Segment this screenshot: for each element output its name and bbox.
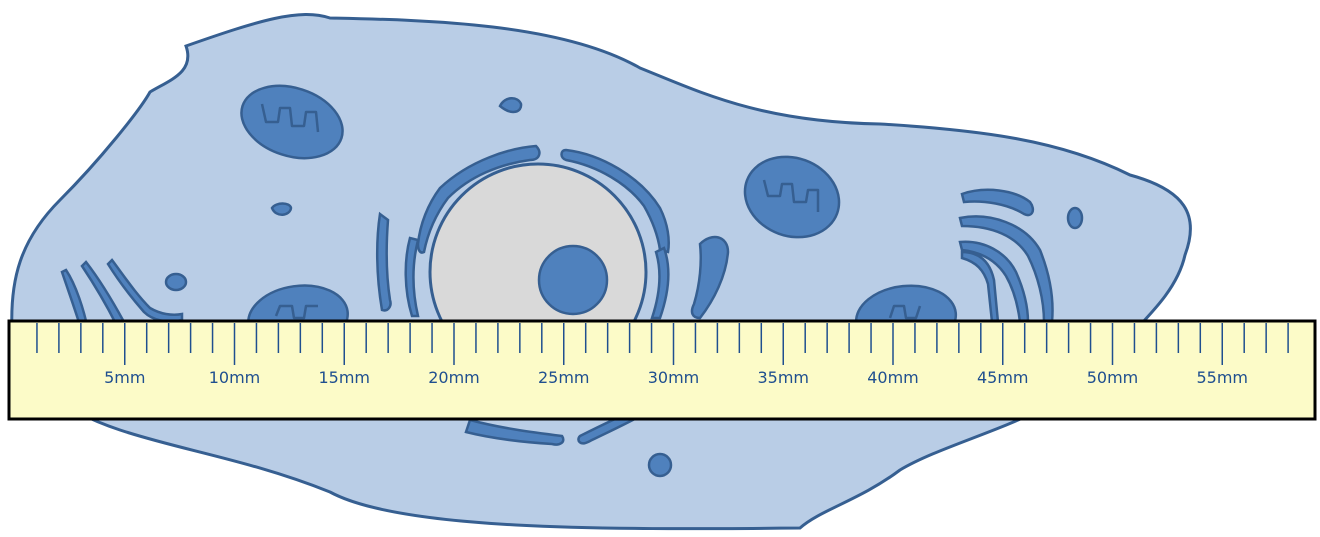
ruler-tick-label: 20mm: [428, 368, 480, 387]
vesicle-bottom: [649, 454, 671, 476]
ruler: 5mm 10mm 15mm 20mm 25mm 30mm 35mm 40mm 45mm 50mm 5…: [9, 321, 1315, 419]
nucleolus: [539, 246, 607, 314]
ruler-tick-label: 25mm: [538, 368, 590, 387]
ruler-tick-label: 15mm: [318, 368, 370, 387]
ruler-tick-label: 55mm: [1196, 368, 1248, 387]
ruler-tick-label: 40mm: [867, 368, 919, 387]
ruler-tick-label: 50mm: [1087, 368, 1139, 387]
vesicle-far-left: [166, 274, 186, 290]
ruler-tick-label: 45mm: [977, 368, 1029, 387]
ruler-tick-label: 35mm: [757, 368, 809, 387]
ruler-tick-label: 30mm: [648, 368, 700, 387]
vesicle-left: [272, 204, 291, 215]
vesicle-right: [1068, 208, 1082, 228]
ruler-tick-label: 5mm: [104, 368, 145, 387]
ruler-tick-label: 10mm: [209, 368, 261, 387]
